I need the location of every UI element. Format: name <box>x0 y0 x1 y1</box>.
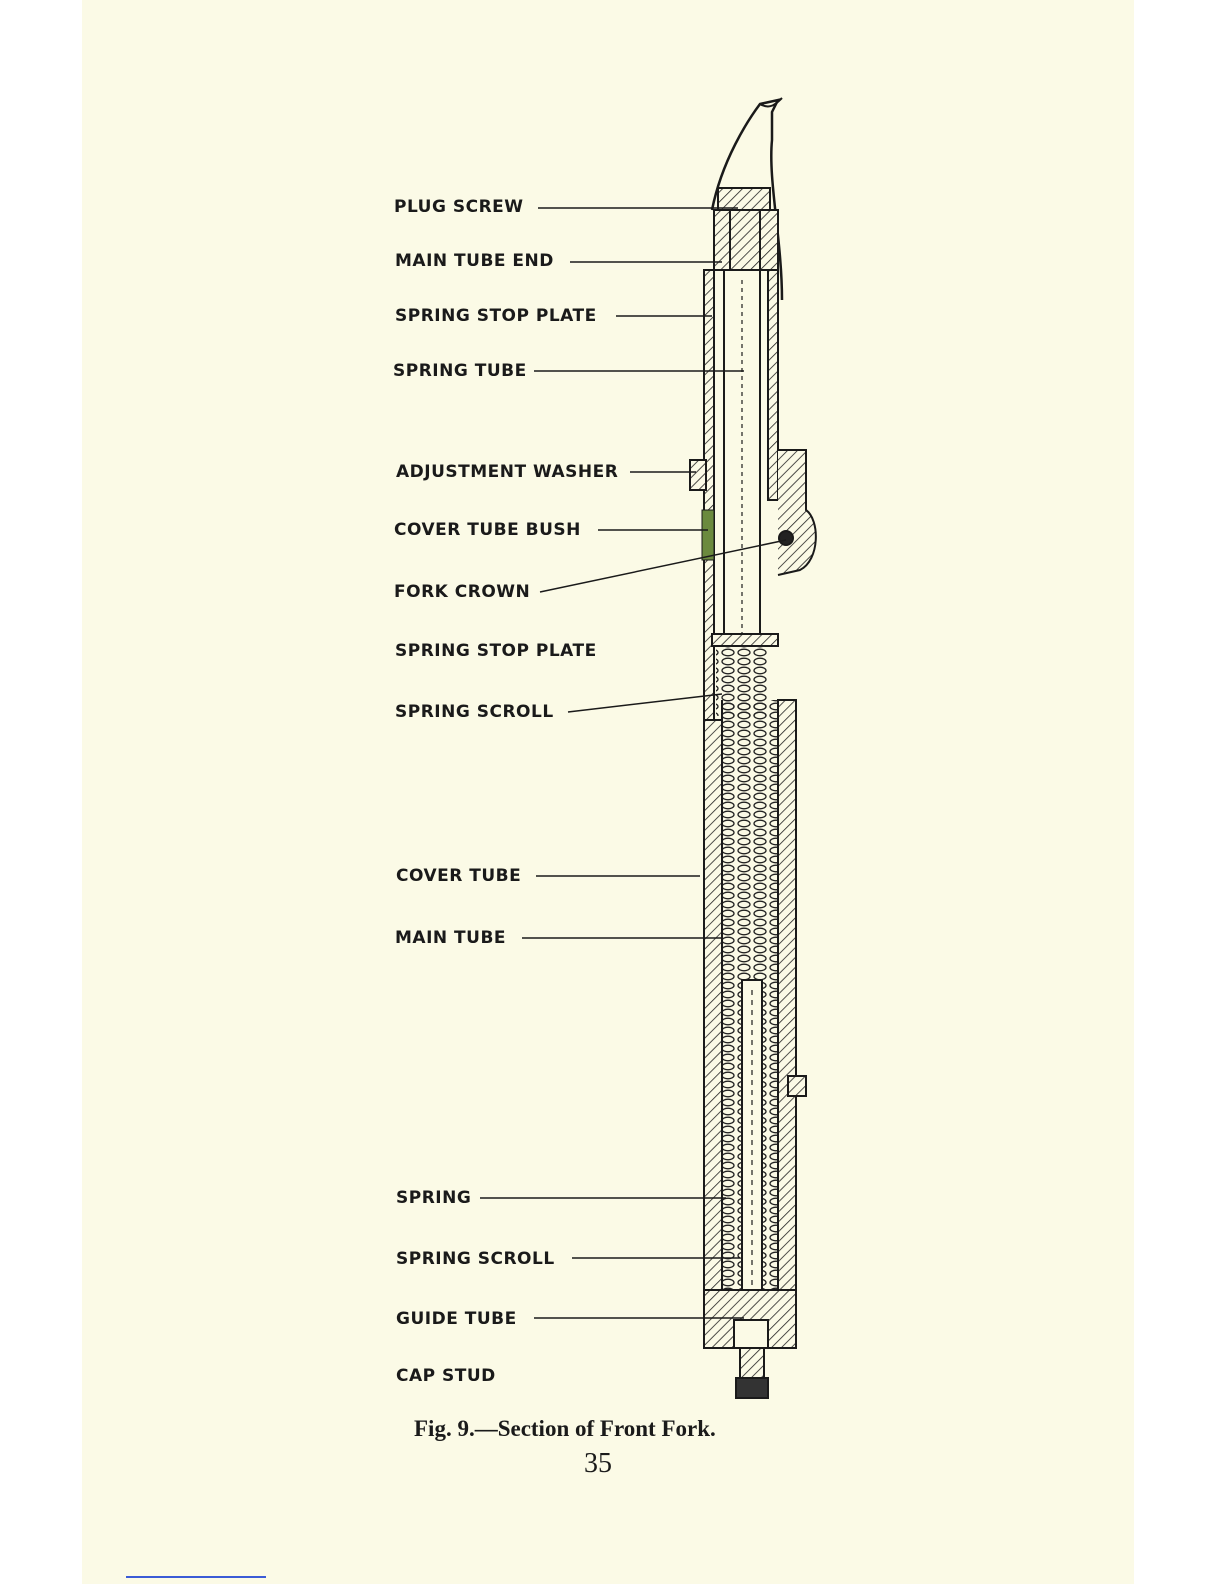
label-spring-tube: SPRING TUBE <box>393 361 527 381</box>
label-cap-stud: CAP STUD <box>396 1366 496 1386</box>
label-cover-tube-bush: COVER TUBE BUSH <box>394 520 581 540</box>
label-spring-scroll-upper: SPRING SCROLL <box>395 702 554 722</box>
label-main-tube: MAIN TUBE <box>395 928 506 948</box>
fork-drawing <box>690 98 816 1398</box>
label-fork-crown: FORK CROWN <box>394 582 530 602</box>
label-cover-tube: COVER TUBE <box>396 866 521 886</box>
page-number: 35 <box>584 1448 612 1480</box>
label-main-tube-end: MAIN TUBE END <box>395 251 554 271</box>
figure-caption: Fig. 9.—Section of Front Fork. <box>414 1416 716 1442</box>
label-guide-tube: GUIDE TUBE <box>396 1309 517 1329</box>
label-spring-scroll-lower: SPRING SCROLL <box>396 1249 555 1269</box>
label-spring-stop-plate-lower: SPRING STOP PLATE <box>395 641 597 661</box>
label-spring-stop-plate-upper: SPRING STOP PLATE <box>395 306 597 326</box>
label-spring: SPRING <box>396 1188 471 1208</box>
label-plug-screw: PLUG SCREW <box>394 197 524 217</box>
label-adjustment-washer: ADJUSTMENT WASHER <box>396 462 618 482</box>
bottom-rule <box>126 1576 266 1578</box>
